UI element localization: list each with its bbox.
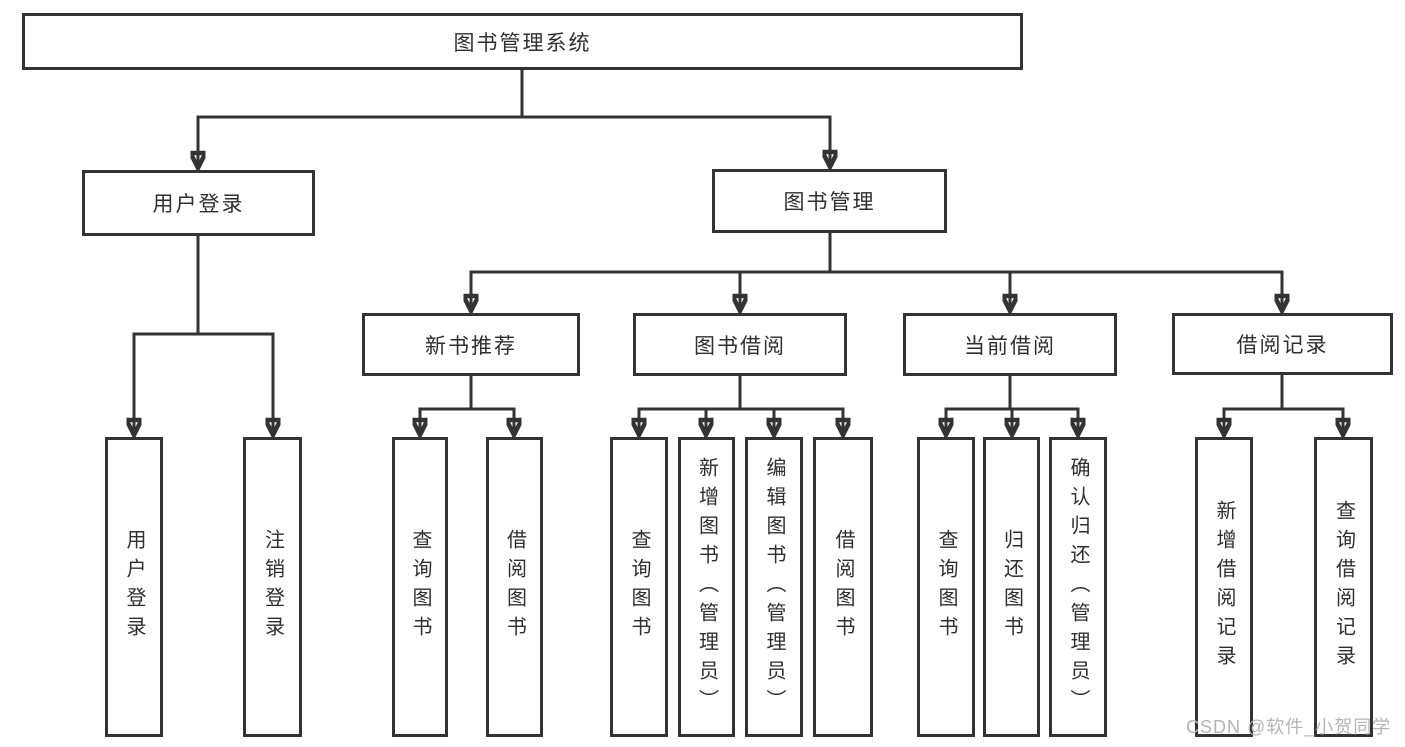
leaf-return-book: 归还图书	[983, 437, 1040, 737]
leaf-query-borrow-record: 查询借阅记录	[1314, 437, 1373, 737]
leaf-add-book-admin: 新增图书（管理员）	[678, 437, 735, 737]
leaf-logout-label: 注销登录	[261, 529, 284, 645]
edge-new-book-rec-to-leaves	[419, 376, 516, 435]
node-book-borrow: 图书借阅	[633, 313, 847, 376]
leaf-user-login: 用户登录	[105, 437, 163, 737]
leaf-add-borrow-record-label: 新增借阅记录	[1213, 500, 1235, 674]
leaf-borrow-book-label: 借阅图书	[503, 529, 526, 645]
leaf-borrow-book-under-borrow: 借阅图书	[813, 437, 873, 737]
node-root-library-system: 图书管理系统	[22, 13, 1023, 70]
leaf-query-book-label: 查询图书	[935, 529, 957, 645]
leaf-add-borrow-record: 新增借阅记录	[1195, 437, 1253, 737]
leaf-query-book-under-borrow: 查询图书	[610, 437, 668, 737]
edge-book-mgmt-to-level3	[470, 233, 1284, 311]
leaf-query-book-under-current: 查询图书	[917, 437, 975, 737]
csdn-watermark: CSDN @软件_小贺同学	[1186, 717, 1392, 737]
leaf-add-book-admin-label: 新增图书（管理员）	[695, 456, 718, 718]
leaf-query-book-label: 查询图书	[628, 529, 650, 645]
leaf-query-book-label: 查询图书	[409, 529, 431, 645]
leaf-query-book-under-recommend: 查询图书	[392, 437, 448, 737]
node-current-borrow: 当前借阅	[903, 313, 1117, 376]
edge-user-login-to-leaves	[133, 236, 275, 435]
leaf-borrow-book-under-recommend: 借阅图书	[486, 437, 543, 737]
leaf-user-login-label: 用户登录	[123, 529, 145, 645]
leaf-edit-book-admin-label: 编辑图书（管理员）	[763, 456, 785, 718]
leaf-borrow-book-label: 借阅图书	[832, 529, 854, 645]
node-borrow-record: 借阅记录	[1172, 313, 1393, 375]
leaf-edit-book-admin: 编辑图书（管理员）	[745, 437, 803, 737]
leaf-confirm-return-admin: 确认归还（管理员）	[1049, 437, 1107, 737]
edge-borrow-record-to-leaves	[1223, 375, 1345, 435]
leaf-return-book-label: 归还图书	[1000, 529, 1023, 645]
node-user-login: 用户登录	[82, 170, 315, 236]
leaf-confirm-return-admin-label: 确认归还（管理员）	[1067, 456, 1089, 718]
leaf-query-borrow-record-label: 查询借阅记录	[1332, 500, 1355, 674]
leaf-logout: 注销登录	[243, 437, 302, 737]
edge-book-borrow-to-leaves	[638, 376, 845, 435]
node-new-book-recommend: 新书推荐	[362, 313, 580, 376]
edge-current-borrow-to-leaves	[945, 376, 1080, 435]
node-book-management: 图书管理	[712, 169, 947, 233]
edge-root-to-level2	[197, 70, 832, 168]
